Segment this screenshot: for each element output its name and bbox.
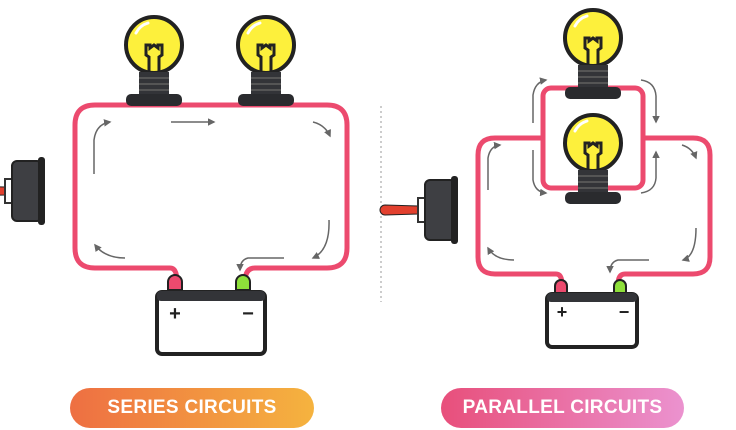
series-circuit: + −: [0, 15, 350, 356]
series-battery-icon: + −: [155, 274, 267, 356]
parallel-bulb-2-icon: [563, 113, 623, 206]
series-circuits-label: SERIES CIRCUITS: [70, 388, 314, 428]
parallel-minus-sign: −: [619, 302, 630, 322]
series-minus-sign: −: [242, 303, 254, 325]
parallel-circuit: + −: [379, 8, 713, 349]
series-plus-sign: +: [169, 303, 181, 325]
series-arrows: [93, 118, 331, 272]
parallel-switch-icon[interactable]: [379, 175, 459, 245]
parallel-arrows: [487, 77, 698, 274]
series-wire: [72, 102, 350, 283]
series-bulb-2-icon: [236, 15, 296, 108]
parallel-plus-sign: +: [557, 302, 568, 322]
parallel-battery-icon: + −: [545, 279, 639, 349]
parallel-circuits-label: PARALLEL CIRCUITS: [441, 388, 684, 428]
series-switch-icon[interactable]: [0, 156, 46, 226]
series-bulb-1-icon: [124, 15, 184, 108]
